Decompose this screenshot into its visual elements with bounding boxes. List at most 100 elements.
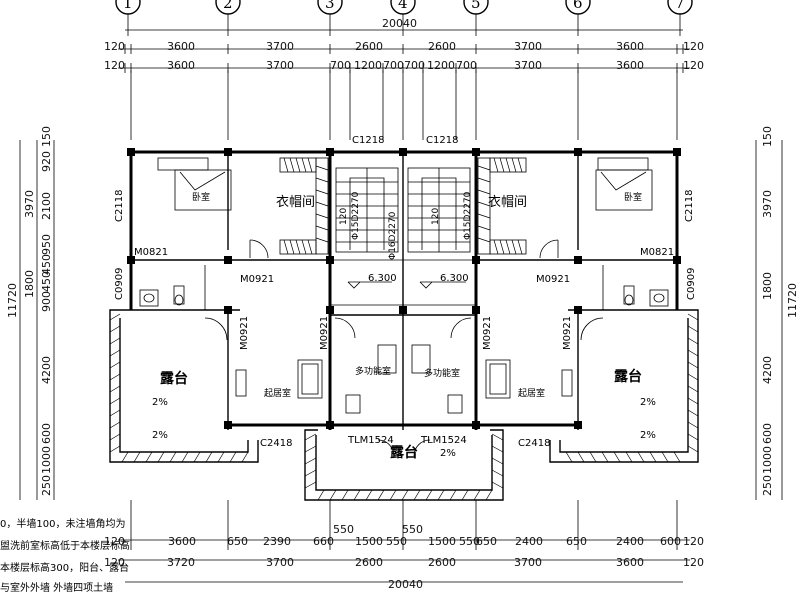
top-dim-2-2: 3700 [266,59,294,72]
bottom-dim-1-2: 650 [227,535,248,548]
room-terrace-left: 露台 [160,370,188,387]
bottom-dim-1-0: 120 [104,535,125,548]
room-bedroom-left: 卧室 [192,191,210,203]
label-door-m0821-right: M0821 [640,247,674,258]
stair-label-3: Φ16D2270 [388,211,398,260]
label-window-c2118-right: C2118 [684,190,695,222]
right-dim-1: 3970 [761,190,774,218]
top-dim-1-0: 120 [104,40,125,53]
room-terrace-front: 露台 [390,444,418,461]
top-dim-1-6: 3600 [616,40,644,53]
bed-left [157,157,232,211]
label-door-m0921-4: M0921 [319,316,330,350]
room-multi-left: 多功能室 [355,365,391,377]
level-mark-right: 6.300 [440,273,469,284]
top-dim-1-7: 120 [683,40,704,53]
right-total: 11720 [786,283,799,318]
bottom-dim-1-16: 120 [683,535,704,548]
bed-right [595,157,653,211]
closet-shelves [279,157,527,255]
top-dim-2-4: 1200 [354,59,382,72]
slope-mark-2: 2% [152,430,168,441]
right-dim-4: 600 [761,423,774,444]
bottom-dim-2-2: 3700 [266,556,294,569]
bottom-dim-1-9: 1500 [428,535,456,548]
left-dim-1: 920 [40,151,53,172]
note-line-4: 与室外外墙 外墙四项土墙 [0,581,113,592]
bottom-dim-1-12: 2400 [515,535,543,548]
bottom-dim-1-14: 2400 [616,535,644,548]
right-dim-3: 4200 [761,356,774,384]
left-dim-7: 4200 [40,356,53,384]
room-closet-left: 衣帽间 [276,194,315,210]
structural-columns [127,148,681,429]
label-door-m0921-3: M0921 [239,316,250,350]
axis-label-2: 2 [223,0,233,12]
label-window-c2418-left: C2418 [260,438,292,449]
bottom-total-dim: 20040 [388,578,423,591]
top-dim-2-6: 700 [404,59,425,72]
right-dimensions: 150 3970 1800 4200 600 1000 250 11720 [755,126,799,500]
left-dim-4: 450 [40,254,53,275]
left-terrace-parapet [109,309,259,463]
top-dim-1-3: 2600 [355,40,383,53]
right-dim-2: 1800 [761,272,774,300]
axis-label-4: 4 [398,0,408,12]
bottom-dim-1-13: 650 [566,535,587,548]
walls [129,150,679,430]
bottom-dim-1-10: 550 [459,535,480,548]
left-group-0: 3970 [23,190,36,218]
left-dim-9: 1000 [40,446,53,474]
door-swings [204,239,604,457]
axis-bubble-3: 3 [317,0,343,36]
stair-label-4: 120 [431,208,441,225]
label-window-c2118-left: C2118 [114,190,125,222]
top-dim-2-9: 3700 [514,59,542,72]
bottom-dim-2-3: 2600 [355,556,383,569]
top-dim-2-10: 3600 [616,59,644,72]
room-multi-right: 多功能室 [424,367,460,379]
room-living-right: 起居室 [518,387,545,399]
label-window-c0909-left: C0909 [114,268,125,300]
label-window-c0909-right: C0909 [686,268,697,300]
bottom-dim-1-1: 3600 [168,535,196,548]
level-marks [347,281,466,289]
label-window-c1218-left: C1218 [352,135,384,146]
top-total-dim: 20040 [382,17,417,30]
top-dim-2-8: 700 [456,59,477,72]
bottom-dim-1-4: 660 [313,535,334,548]
left-dim-2: 2100 [40,192,53,220]
axis-label-5: 5 [471,0,481,12]
axis-bubble-5: 5 [463,0,489,36]
bottom-dim-1-5: 550 [333,523,354,536]
label-door-m0921-2: M0921 [536,274,570,285]
bottom-dim-1-3: 2390 [263,535,291,548]
axis-label-1: 1 [123,0,133,12]
bottom-dim-2-0: 120 [104,556,125,569]
left-dim-0: 150 [40,126,53,147]
slope-mark-3: 2% [640,397,656,408]
bottom-dim-2-6: 3600 [616,556,644,569]
axis-label-3: 3 [325,0,335,12]
left-dim-5: 450 [40,271,53,292]
left-total: 11720 [6,283,19,318]
bottom-dim-1-15: 600 [660,535,681,548]
note-line-2: 盥洗前室标高低于本楼层标高 [0,539,130,552]
stair-label-1: 120 [339,208,349,225]
axis-bubble-7: 7 [667,0,693,36]
axis-label-7: 7 [675,0,685,12]
top-dim-2-1: 3600 [167,59,195,72]
bottom-dim-1-11: 650 [476,535,497,548]
top-dim-2-3: 700 [330,59,351,72]
level-mark-left: 6.300 [368,273,397,284]
label-window-c2418-right: C2418 [518,438,550,449]
bottom-dim-2-5: 3700 [514,556,542,569]
label-door-m0921-5: M0921 [482,316,493,350]
note-line-3: 本楼层标高300，阳台、露台 [0,561,129,574]
left-dim-6: 900 [40,291,53,312]
axis-bubble-2: 2 [215,0,241,36]
top-dimensions: 20040 120 3600 3700 2600 2600 3700 3600 … [104,17,704,73]
left-dim-8: 600 [40,423,53,444]
bottom-dim-1-6: 1500 [355,535,383,548]
